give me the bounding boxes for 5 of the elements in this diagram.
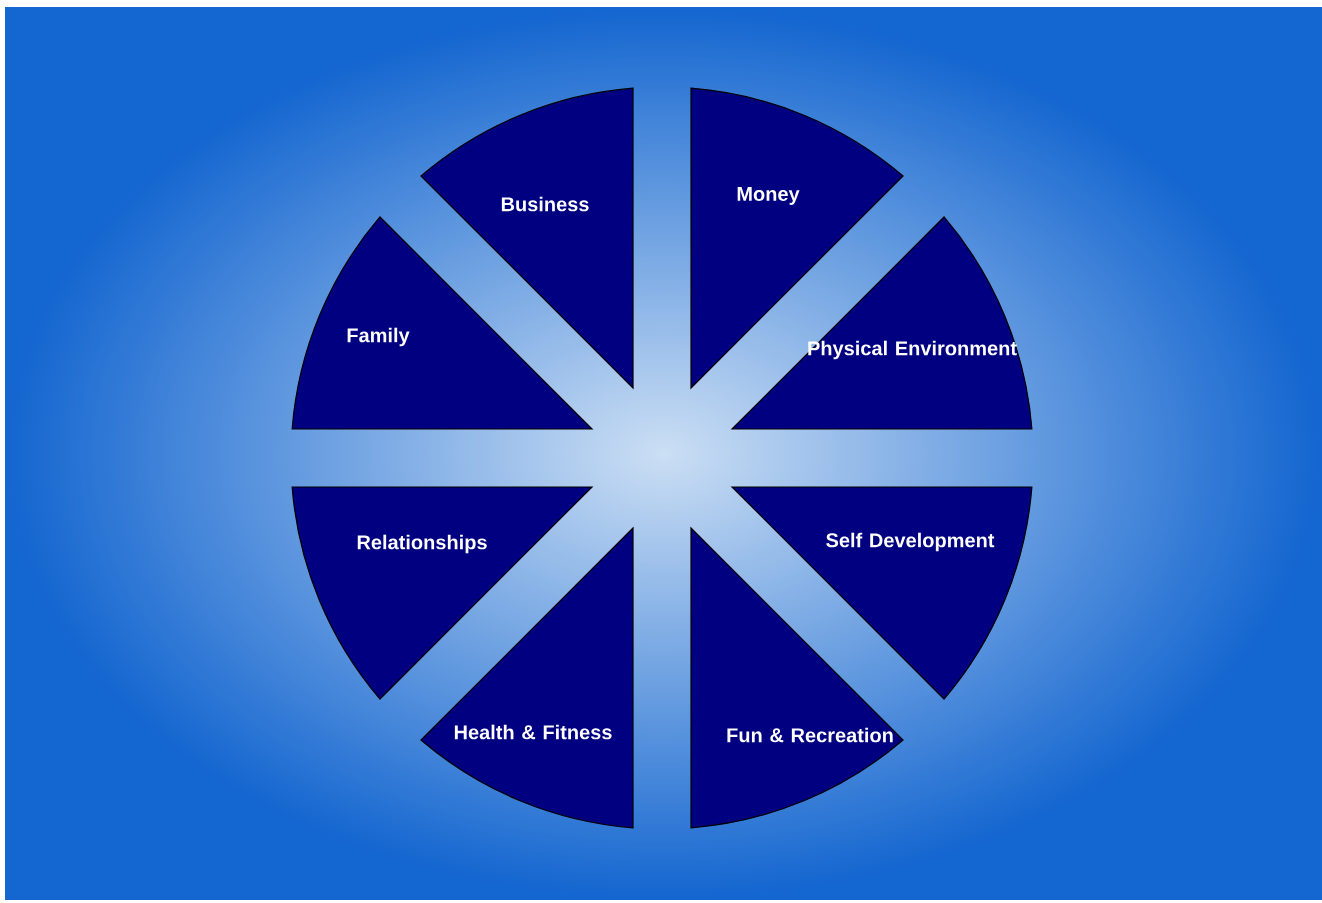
- pie-wedge: Family: [291, 216, 593, 430]
- pie-wedge: Physical Environment: [731, 216, 1033, 430]
- pie-wedge: Business: [420, 87, 634, 389]
- pie-wedge: Relationships: [291, 486, 593, 700]
- pie-wedge: Self Development: [731, 486, 1033, 700]
